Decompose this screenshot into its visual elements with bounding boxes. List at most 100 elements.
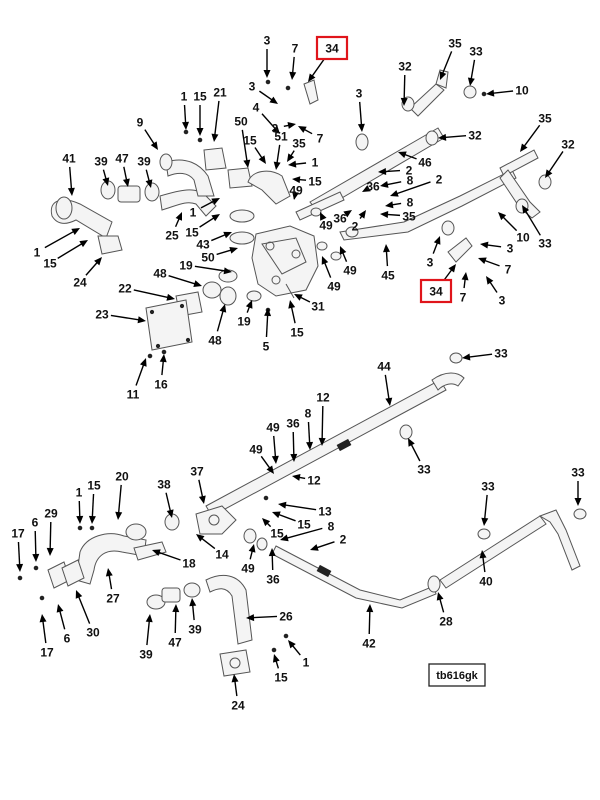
- callout-label-1: 1: [190, 206, 197, 220]
- callout-leader-97: [77, 594, 91, 624]
- callout-label-24: 24: [231, 699, 245, 713]
- callout-arrowhead-26: [229, 246, 238, 254]
- callout-arrowhead-34: [219, 304, 227, 313]
- callout-arrowhead-12: [258, 155, 266, 164]
- callout-arrowhead-42: [400, 97, 408, 106]
- callout-label-1: 1: [303, 656, 310, 670]
- drawing-id-text: tb616gk: [436, 670, 478, 682]
- callout-arrowhead-52: [385, 201, 394, 209]
- callout-arrowhead-27: [71, 228, 80, 235]
- callout-label-22: 22: [118, 282, 132, 296]
- callout-leader-1: [291, 56, 295, 76]
- callout-arrowhead-9: [196, 128, 204, 136]
- callout-leader-33: [110, 314, 142, 321]
- callout-leader-103: [250, 615, 278, 619]
- callout-arrowhead-33: [137, 316, 146, 324]
- callout-arrowhead-92: [268, 548, 276, 557]
- callout-leader-51: [394, 181, 431, 196]
- callout-leader-43: [441, 51, 453, 76]
- callout-arrowhead-82: [76, 515, 84, 524]
- callout-arrowhead-75: [290, 453, 298, 462]
- callout-arrowhead-72: [408, 438, 415, 447]
- callout-arrowhead-103: [246, 614, 255, 622]
- callout-label-21: 21: [213, 86, 227, 100]
- callout-arrowhead-54: [343, 210, 352, 218]
- callout-arrowhead-2: [308, 73, 316, 82]
- callout-arrowhead-90: [152, 549, 161, 556]
- callout-label-47: 47: [168, 636, 182, 650]
- callout-arrowhead-97: [75, 590, 83, 599]
- callout-label-50: 50: [201, 251, 215, 265]
- callout-label-34: 34: [325, 42, 339, 56]
- callout-label-45: 45: [381, 269, 395, 283]
- callout-arrowhead-21: [145, 179, 153, 188]
- drawing-id-box: tb616gk: [428, 663, 486, 687]
- callout-label-9: 9: [137, 116, 144, 130]
- callout-arrowhead-47: [398, 151, 407, 159]
- callout-label-13: 13: [318, 505, 332, 519]
- callout-leader-74: [273, 435, 277, 460]
- callout-arrowhead-71: [385, 397, 393, 406]
- callout-leader-101: [174, 608, 177, 634]
- callout-arrowhead-14: [287, 153, 295, 162]
- callout-label-37: 37: [190, 465, 204, 479]
- callout-arrowhead-58: [321, 256, 329, 265]
- callout-arrowhead-48: [378, 167, 387, 175]
- callout-label-33: 33: [469, 45, 483, 59]
- callout-label-14: 14: [215, 548, 229, 562]
- callout-leader-70: [466, 353, 493, 359]
- callout-label-2: 2: [352, 220, 359, 234]
- callout-leader-38: [265, 312, 269, 338]
- callout-label-2: 2: [406, 164, 413, 178]
- callout-arrowhead-61: [545, 169, 553, 178]
- callout-arrowhead-67: [448, 264, 456, 273]
- callout-leader-99: [41, 618, 47, 644]
- callout-arrowhead-13: [273, 161, 281, 170]
- callout-label-15: 15: [274, 671, 288, 685]
- callout-arrowhead-86: [262, 518, 271, 527]
- callout-arrowhead-4: [272, 125, 280, 134]
- callout-arrowhead-57: [339, 246, 347, 255]
- callout-label-8: 8: [305, 407, 312, 421]
- callout-label-6: 6: [32, 516, 39, 530]
- callout-arrowhead-28: [79, 240, 88, 248]
- callout-label-1: 1: [34, 246, 41, 260]
- callout-label-23: 23: [95, 308, 109, 322]
- callout-arrowhead-59: [383, 244, 391, 253]
- callout-label-49: 49: [327, 280, 341, 294]
- callout-arrowhead-10: [211, 133, 219, 142]
- callout-label-32: 32: [468, 129, 482, 143]
- callout-arrowhead-77: [266, 465, 274, 474]
- callout-label-49: 49: [241, 562, 255, 576]
- callout-arrowhead-7: [150, 141, 158, 150]
- callout-leaders: [16, 49, 582, 697]
- callout-label-49: 49: [266, 421, 280, 435]
- callout-label-35: 35: [448, 37, 462, 51]
- callout-arrowhead-39: [139, 358, 147, 367]
- callout-label-15: 15: [43, 257, 57, 271]
- callout-leader-7: [144, 129, 156, 147]
- callout-arrowhead-96: [105, 568, 113, 577]
- callout-label-12: 12: [316, 391, 330, 405]
- callout-label-36: 36: [266, 573, 280, 587]
- callout-label-27: 27: [106, 592, 120, 606]
- callout-leader-10: [213, 100, 220, 138]
- callout-leader-82: [78, 500, 81, 520]
- callout-leader-89: [199, 536, 216, 550]
- callout-arrowhead-40: [159, 354, 167, 363]
- callout-label-38: 38: [157, 478, 171, 492]
- callout-leader-29: [85, 260, 100, 276]
- callout-leader-4: [261, 113, 278, 131]
- callout-label-33: 33: [481, 480, 495, 494]
- callout-arrowhead-85: [272, 511, 281, 519]
- callout-leader-37: [290, 304, 296, 324]
- callout-arrowhead-68: [461, 272, 469, 281]
- callout-label-15: 15: [185, 226, 199, 240]
- callout-leader-41: [358, 101, 363, 128]
- callout-arrowhead-18: [67, 187, 75, 196]
- callout-arrowhead-109: [479, 550, 487, 559]
- callout-label-33: 33: [538, 237, 552, 251]
- callout-arrowhead-89: [196, 534, 205, 542]
- callout-leader-27: [44, 229, 76, 249]
